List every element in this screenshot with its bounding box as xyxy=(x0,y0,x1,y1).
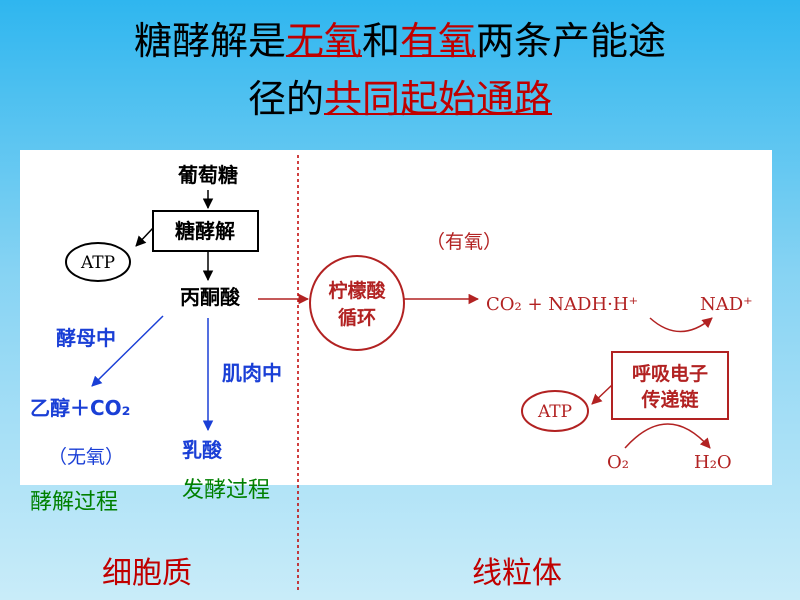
title-text-1: 糖酵解是 xyxy=(133,19,286,63)
cytoplasm-label: 细胞质 xyxy=(102,556,192,591)
tca-cycle-label-2: 循环 xyxy=(338,306,376,329)
glycolysis-box xyxy=(152,210,259,252)
pyruvate-label: 丙酮酸 xyxy=(180,285,241,309)
glycolysis-label: 糖酵解 xyxy=(175,219,235,243)
glycolysis-to-atp-arrow xyxy=(135,227,154,247)
title-text-2: 和 xyxy=(361,19,400,63)
ethanol-co2-label: 乙醇＋CO₂ xyxy=(30,396,130,420)
etc-to-atp-arrow xyxy=(591,384,613,405)
o2-label: O₂ xyxy=(607,452,629,473)
title-highlight-aerobic: 有氧 xyxy=(400,19,477,63)
products-label: CO₂ + NADH·H⁺ xyxy=(486,294,638,315)
alcohol-fermentation-label: 酵解过程 xyxy=(30,490,119,515)
tca-cycle-circle xyxy=(309,255,405,351)
title-line-2: 径的共同起始通路 xyxy=(0,76,800,122)
yeast-label: 酵母中 xyxy=(56,326,116,350)
h2o-label: H₂O xyxy=(694,452,732,473)
pyruvate-to-ethanol-arrow xyxy=(91,315,164,387)
etc-box xyxy=(611,351,729,420)
nadh-to-nad-arrow xyxy=(649,317,713,333)
etc-label-1: 呼吸电子 xyxy=(632,362,708,385)
atp-left-ellipse xyxy=(65,242,131,282)
lactate-label: 乳酸 xyxy=(182,438,223,462)
o2-to-h2o-arrow xyxy=(624,423,711,449)
fermentation-process-label: 发酵过程 xyxy=(182,478,271,503)
atp-right-ellipse xyxy=(521,390,589,432)
nad-label: NAD⁺ xyxy=(700,294,753,315)
anaerobic-label: （无氧） xyxy=(48,446,124,468)
title-text-4: 径的 xyxy=(247,77,324,121)
title-highlight-common-pathway: 共同起始通路 xyxy=(324,77,553,121)
title-text-3: 两条产能途 xyxy=(476,19,667,63)
muscle-label: 肌肉中 xyxy=(222,361,282,385)
title-line-1: 糖酵解是无氧和有氧两条产能途 xyxy=(0,18,800,64)
atp-left-label: ATP xyxy=(80,253,115,273)
aerobic-label: （有氧） xyxy=(426,231,502,253)
atp-right-label: ATP xyxy=(537,402,572,422)
etc-label-2: 传递链 xyxy=(640,388,698,411)
mitochondria-label: 线粒体 xyxy=(472,556,562,591)
tca-cycle-label-1: 柠檬酸 xyxy=(328,279,386,302)
glucose-label: 葡萄糖 xyxy=(177,163,238,187)
title-highlight-anaerobic: 无氧 xyxy=(285,19,362,63)
